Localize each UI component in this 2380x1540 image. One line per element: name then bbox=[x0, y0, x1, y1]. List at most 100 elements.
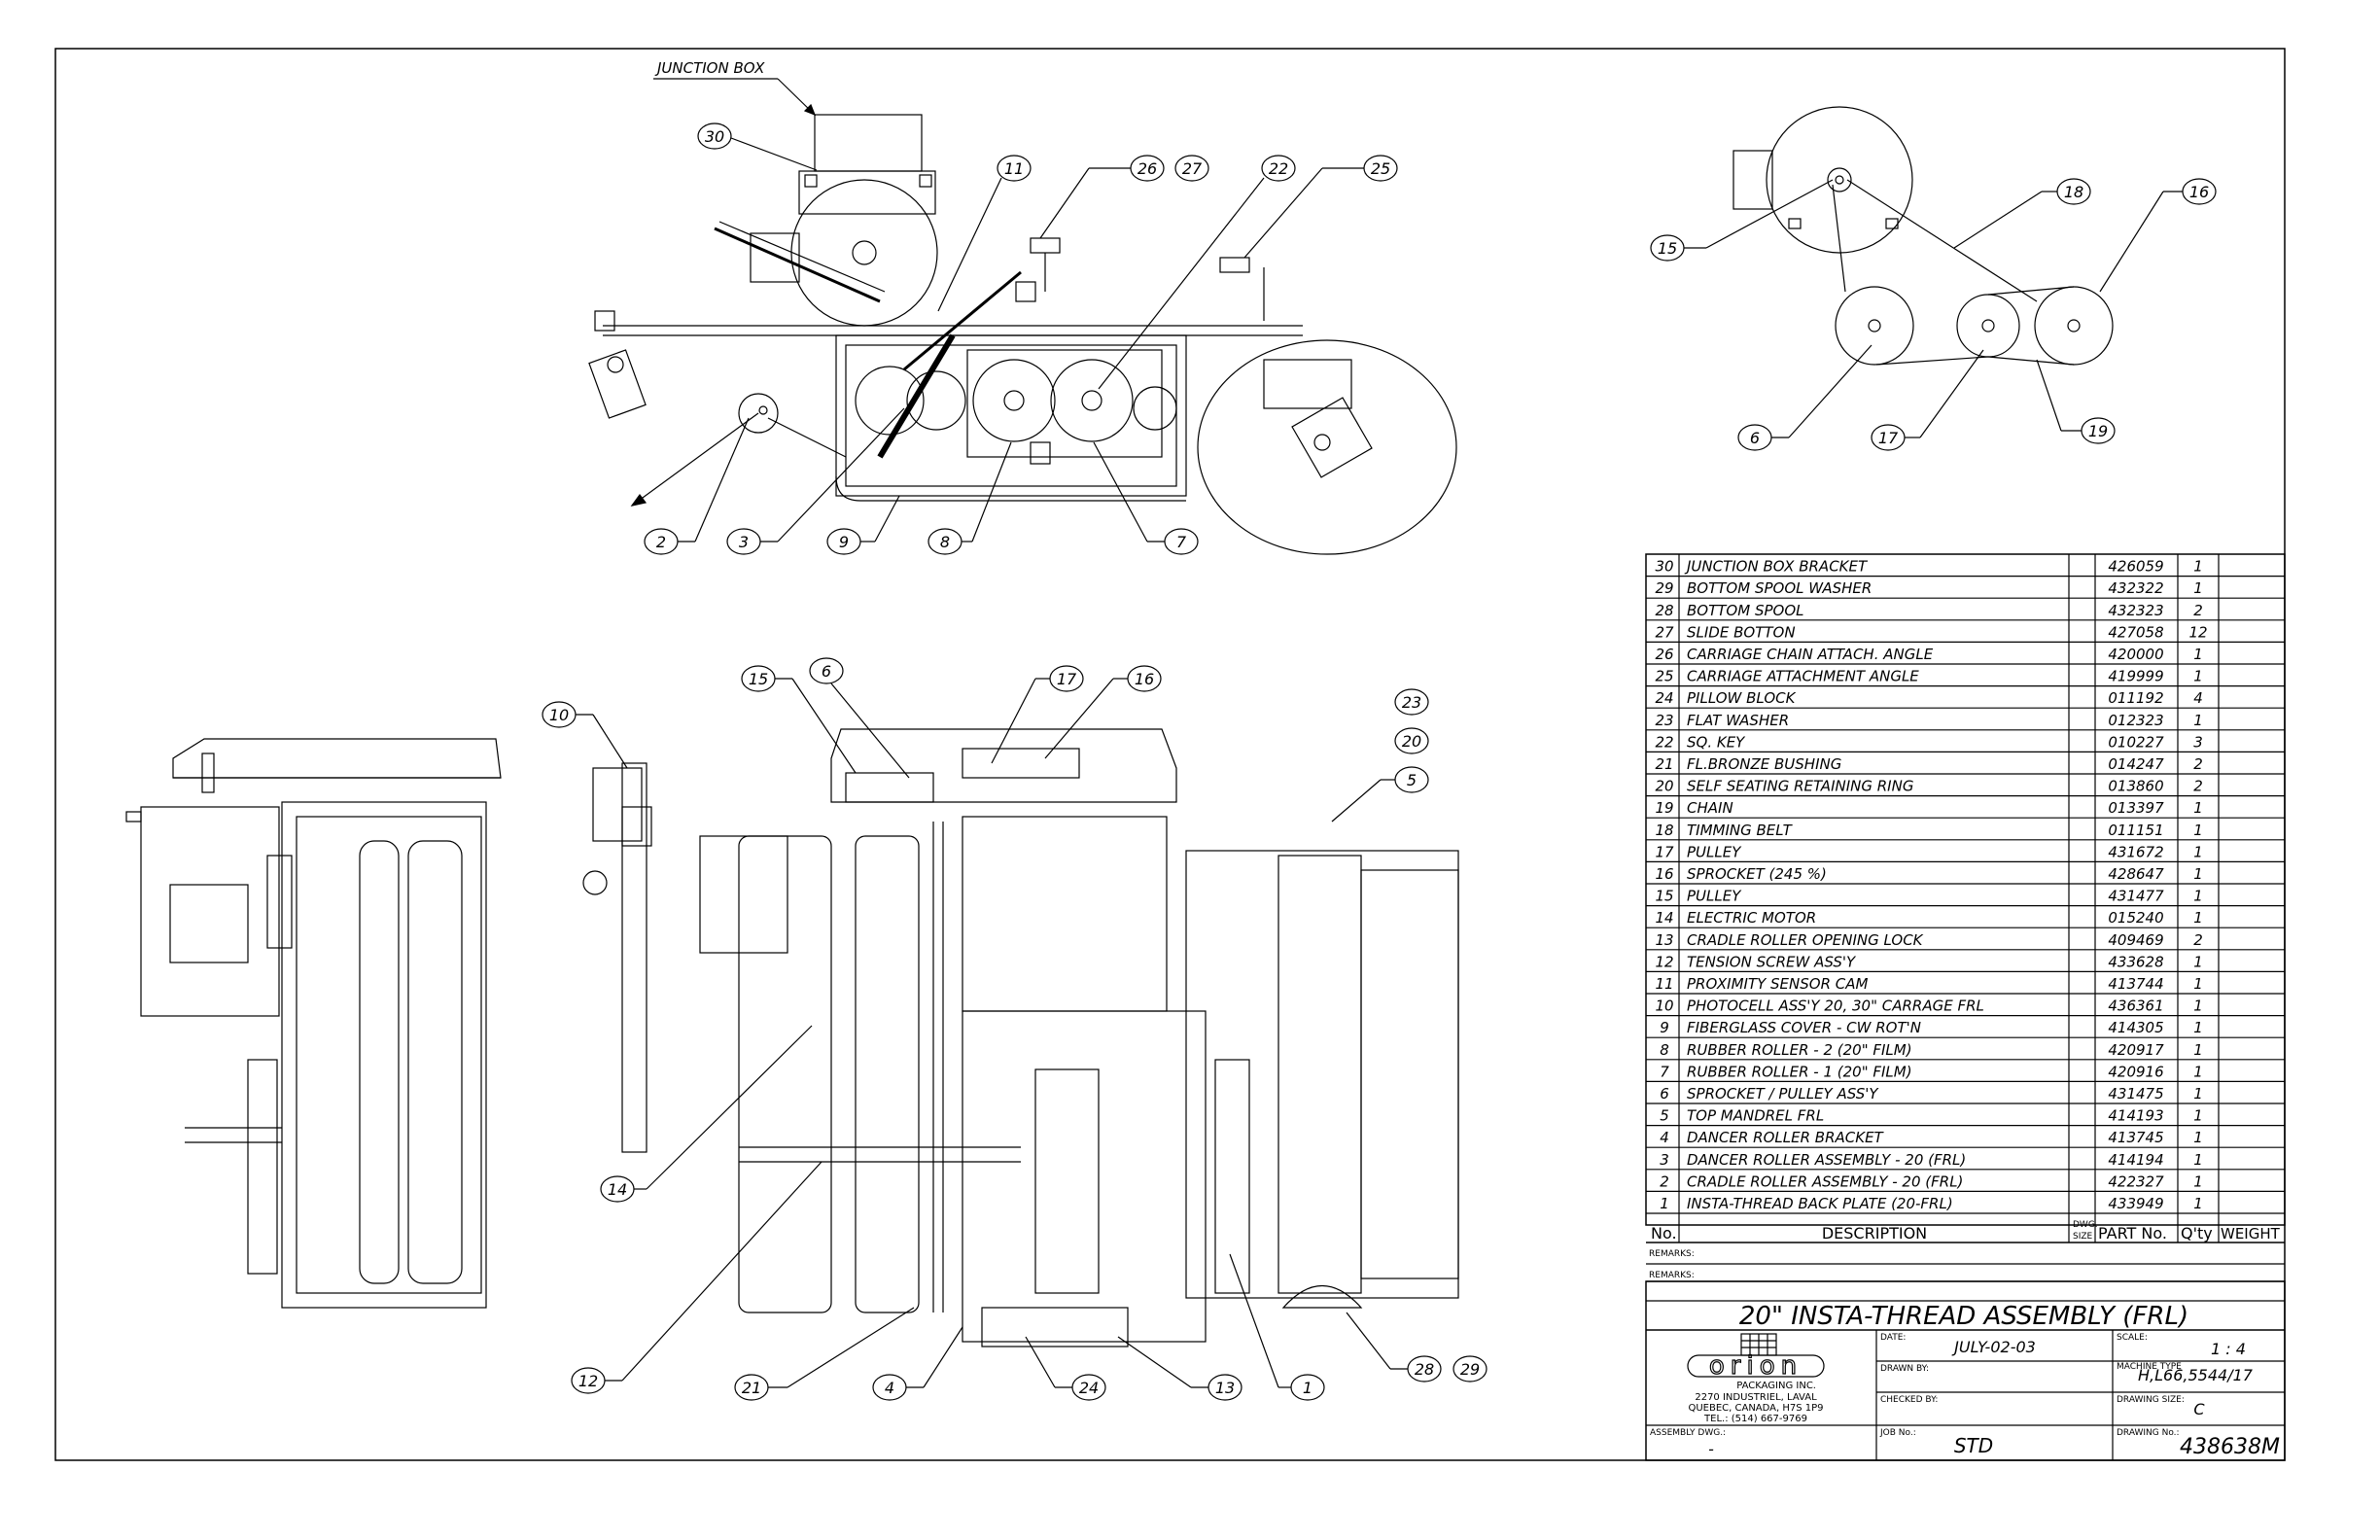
balloon-26-num: 26 bbox=[1138, 159, 1157, 178]
bom-row-qty: 1 bbox=[2193, 843, 2203, 860]
balloon-8-num: 8 bbox=[940, 533, 950, 551]
bom-row-part-no: 014247 bbox=[2108, 755, 2164, 773]
balloon-6b bbox=[809, 657, 910, 779]
bom-row-part-no: 414193 bbox=[2108, 1107, 2163, 1125]
bom-row-no: 13 bbox=[1655, 931, 1673, 949]
bom-row-no: 19 bbox=[1655, 799, 1673, 817]
bom-row-description: INSTA-THREAD BACK PLATE (20-FRL) bbox=[1687, 1195, 1953, 1212]
bom-row-qty: 1 bbox=[2193, 646, 2203, 663]
drawing-no-value: 438638M bbox=[2180, 1435, 2280, 1459]
assembly-dwg-label: ASSEMBLY DWG.: bbox=[1650, 1428, 1726, 1438]
bom-row-no: 27 bbox=[1655, 623, 1674, 641]
balloon-22-num: 22 bbox=[1269, 159, 1288, 178]
bom-row-qty: 1 bbox=[2193, 668, 2203, 685]
balloon-15b-num: 15 bbox=[749, 670, 768, 688]
bom-row-description: BOTTOM SPOOL bbox=[1687, 602, 1803, 619]
balloon-19-num: 19 bbox=[2088, 422, 2108, 440]
remarks-1: REMARKS: bbox=[1649, 1249, 1695, 1259]
main-side-view bbox=[699, 728, 1459, 1348]
bom-header-dwg-size-1: DWG. bbox=[2073, 1220, 2098, 1230]
balloon-20-num: 20 bbox=[1402, 732, 1421, 751]
bom-row-no: 18 bbox=[1655, 822, 1673, 839]
checked-by-label: CHECKED BY: bbox=[1880, 1395, 1938, 1405]
bom-row-qty: 1 bbox=[2193, 1019, 2203, 1036]
bom-row-description: JUNCTION BOX BRACKET bbox=[1684, 558, 1869, 576]
balloon-23-num: 23 bbox=[1402, 693, 1421, 712]
balloon-4-num: 4 bbox=[885, 1379, 894, 1397]
balloon-18-num: 18 bbox=[2064, 183, 2083, 201]
company-logo-text: orion bbox=[1709, 1351, 1802, 1381]
balloon-7 bbox=[1093, 441, 1199, 555]
bom-row-no: 20 bbox=[1655, 778, 1673, 795]
bom-row-description: PILLOW BLOCK bbox=[1687, 689, 1797, 707]
bom-row-part-no: 431672 bbox=[2108, 843, 2163, 860]
date-value: JULY-02-03 bbox=[1951, 1338, 2036, 1356]
scale-label: SCALE: bbox=[2117, 1333, 2148, 1343]
balloon-24 bbox=[1025, 1336, 1106, 1401]
bom-row-qty: 12 bbox=[2188, 623, 2207, 641]
bom-row-description: SPROCKET / PULLEY ASS'Y bbox=[1687, 1085, 1879, 1102]
bom-row-part-no: 419999 bbox=[2108, 668, 2163, 685]
balloon-2 bbox=[644, 417, 750, 555]
balloon-17b bbox=[991, 665, 1084, 764]
bom-row-description: TENSION SCREW ASS'Y bbox=[1687, 953, 1857, 970]
bom-row-description: TIMMING BELT bbox=[1687, 822, 1794, 839]
balloon-6a-num: 6 bbox=[1750, 429, 1760, 447]
date-label: DATE: bbox=[1880, 1333, 1906, 1343]
balloon-17a-num: 17 bbox=[1878, 429, 1899, 447]
bom-row-description: CHAIN bbox=[1687, 799, 1733, 817]
balloon-21 bbox=[734, 1307, 915, 1401]
bom-row-no: 10 bbox=[1655, 998, 1673, 1015]
balloon-20 bbox=[1394, 727, 1429, 754]
bom-row-no: 4 bbox=[1660, 1129, 1669, 1146]
balloon-16b-num: 16 bbox=[1135, 670, 1154, 688]
balloon-1-num: 1 bbox=[1303, 1379, 1312, 1397]
bom-row-qty: 1 bbox=[2193, 953, 2203, 970]
balloon-9 bbox=[826, 495, 900, 555]
bom-row-qty: 2 bbox=[2193, 755, 2203, 773]
bom-header-no: No. bbox=[1651, 1224, 1677, 1242]
bom-row-part-no: 414305 bbox=[2108, 1019, 2163, 1036]
bom-row-part-no: 422327 bbox=[2108, 1172, 2164, 1190]
balloon-3 bbox=[726, 407, 905, 555]
balloon-1 bbox=[1229, 1253, 1325, 1401]
balloon-28-num: 28 bbox=[1415, 1360, 1434, 1379]
bom-row-description: FLAT WASHER bbox=[1687, 712, 1789, 729]
orion-logo bbox=[1687, 1333, 1825, 1378]
bom-row-qty: 1 bbox=[2193, 1129, 2203, 1146]
company-phone: TEL.: (514) 667-9769 bbox=[1703, 1414, 1807, 1424]
balloon-15a bbox=[1650, 179, 1834, 262]
bom-row-part-no: 012323 bbox=[2108, 712, 2163, 729]
bom-row-description: TOP MANDREL FRL bbox=[1687, 1107, 1824, 1125]
bom-row-description: DANCER ROLLER BRACKET bbox=[1687, 1129, 1885, 1146]
bom-row-qty: 1 bbox=[2193, 1151, 2203, 1169]
rubber-roller-1 bbox=[1050, 359, 1134, 442]
company-address-1: 2270 INDUSTRIEL, LAVAL bbox=[1695, 1392, 1817, 1403]
balloon-15a-num: 15 bbox=[1658, 239, 1677, 258]
bom-header-part-no: PART No. bbox=[2098, 1224, 2167, 1242]
bom-header-dwg-size-2: SIZE bbox=[2073, 1232, 2093, 1242]
bom-row-part-no: 010227 bbox=[2108, 733, 2164, 751]
bom-row-no: 5 bbox=[1660, 1107, 1669, 1125]
bom-row-qty: 4 bbox=[2193, 689, 2203, 707]
bom-row-no: 29 bbox=[1655, 579, 1673, 597]
balloon-12 bbox=[571, 1161, 822, 1394]
bom-row-description: PROXIMITY SENSOR CAM bbox=[1687, 975, 1869, 993]
motor-housing bbox=[1766, 106, 1913, 254]
bom-row-description: SQ. KEY bbox=[1687, 733, 1746, 751]
bom-row-part-no: 427058 bbox=[2108, 623, 2163, 641]
balloon-17a bbox=[1871, 349, 1984, 451]
drawing-title: 20" INSTA-THREAD ASSEMBLY (FRL) bbox=[1739, 1302, 2188, 1331]
balloon-14 bbox=[600, 1025, 813, 1203]
bom-row-qty: 2 bbox=[2193, 931, 2203, 949]
balloon-26 bbox=[1039, 155, 1165, 239]
bom-row-part-no: 432322 bbox=[2108, 579, 2163, 597]
bom-row-qty: 1 bbox=[2193, 909, 2203, 927]
bom-row-no: 2 bbox=[1660, 1172, 1669, 1190]
bom-row-qty: 1 bbox=[2193, 799, 2203, 817]
balloon-30-num: 30 bbox=[705, 127, 724, 146]
remarks-2: REMARKS: bbox=[1649, 1271, 1695, 1280]
sprocket-16 bbox=[2034, 286, 2114, 366]
drawing-size-value: C bbox=[2193, 1400, 2205, 1418]
balloon-28 bbox=[1346, 1312, 1442, 1382]
